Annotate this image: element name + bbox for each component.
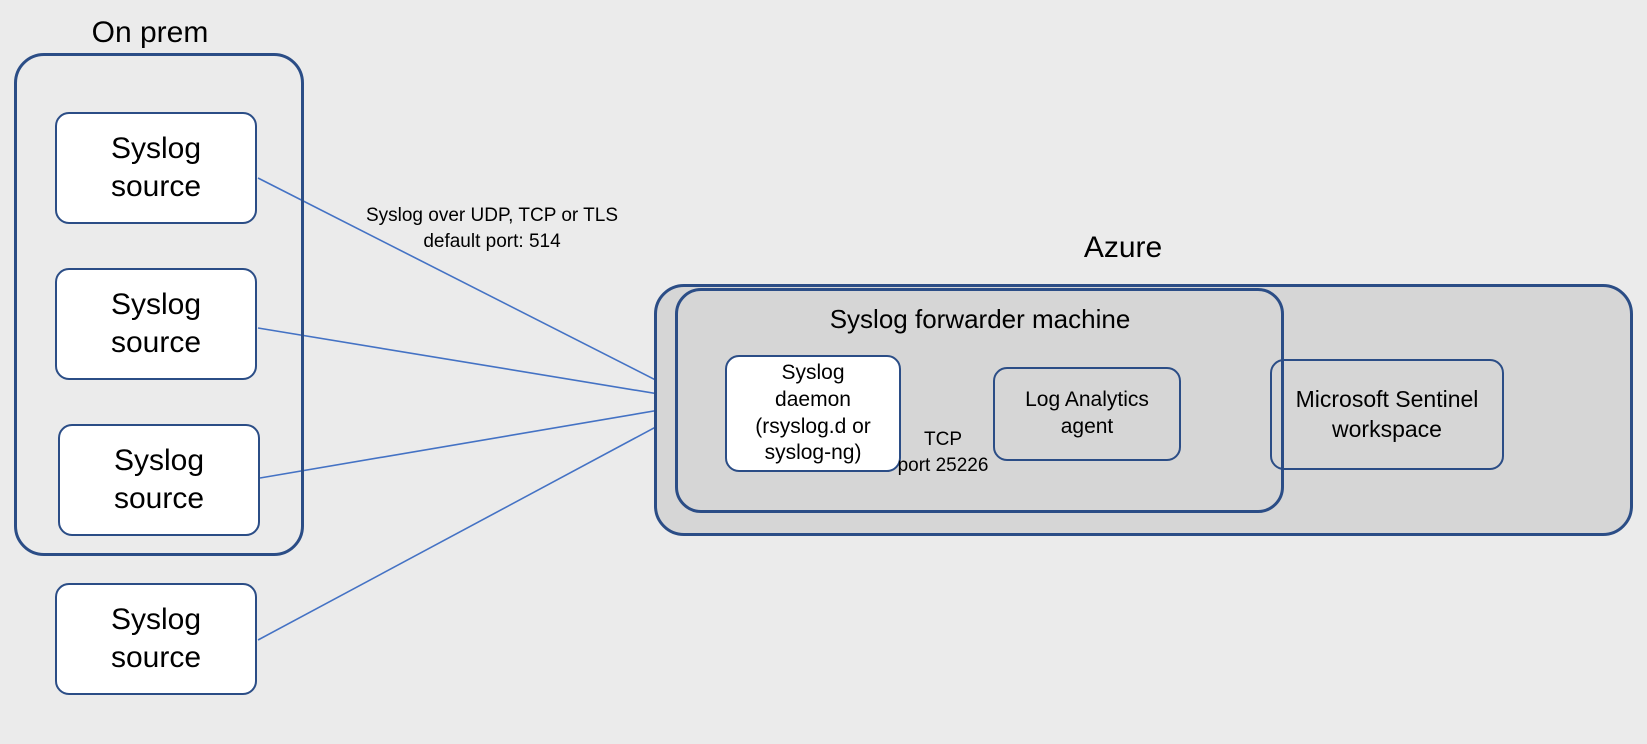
on-prem-group-label: On prem: [91, 16, 209, 49]
azure-group-label: Azure: [1083, 231, 1163, 264]
edge-source3-to-forwarder: [259, 401, 696, 479]
syslog-forwarder-machine-label: Syslog forwarder machine: [829, 304, 1131, 334]
edge-source2-to-forwarder: [257, 327, 696, 403]
edge-source4-to-forwarder: [257, 405, 696, 641]
on-prem-container: [14, 53, 304, 556]
